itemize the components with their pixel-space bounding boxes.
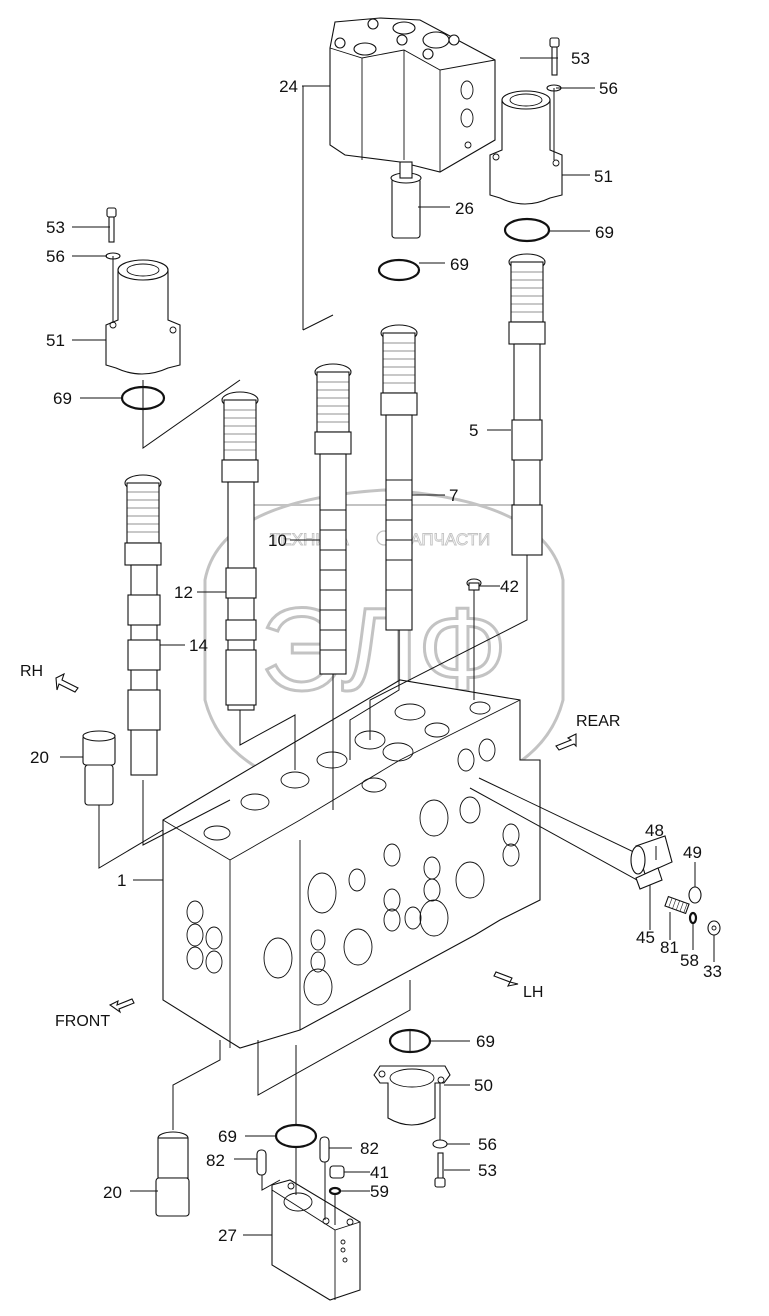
- callout-12: 12: [174, 583, 193, 602]
- part-33-plug[interactable]: [707, 920, 721, 936]
- direction-label-rear: REAR: [576, 713, 620, 730]
- part-20-plug-lower[interactable]: [155, 1131, 190, 1217]
- part-69-oring-center[interactable]: [377, 258, 421, 282]
- arrow-rear-icon: [555, 733, 577, 751]
- callout-59: 59: [370, 1182, 389, 1201]
- arrow-lh-icon: [493, 971, 519, 987]
- callout-7: 7: [449, 486, 458, 505]
- direction-rh: RH: [20, 663, 79, 693]
- part-53-bolt-top-right[interactable]: [549, 37, 560, 76]
- part-51-cover-left[interactable]: [105, 259, 181, 375]
- part-14-spool[interactable]: [124, 474, 162, 776]
- part-51-cover-right[interactable]: [489, 90, 563, 205]
- callout-69: 69: [476, 1032, 495, 1051]
- callout-1: 1: [117, 871, 126, 890]
- part-69-oring-bottom-center[interactable]: [274, 1123, 318, 1149]
- direction-lh: LH: [493, 971, 543, 1001]
- direction-label-rh: RH: [20, 663, 43, 680]
- direction-rear: REAR: [555, 713, 620, 751]
- part-50-cover[interactable]: [373, 1065, 451, 1126]
- direction-label-front: FRONT: [55, 1013, 110, 1030]
- callout-56: 56: [478, 1135, 497, 1154]
- arrow-rh-icon: [55, 672, 79, 693]
- part-20-plug-upper[interactable]: [82, 730, 116, 806]
- callout-69: 69: [53, 389, 72, 408]
- callout-24: 24: [279, 77, 298, 96]
- callout-53: 53: [571, 49, 590, 68]
- callout-56: 56: [46, 247, 65, 266]
- callout-48: 48: [645, 821, 664, 840]
- part-58-oring[interactable]: [688, 911, 698, 925]
- callout-5: 5: [469, 421, 478, 440]
- callout-49: 49: [683, 843, 702, 862]
- callout-53: 53: [46, 218, 65, 237]
- part-56-washer-bottom[interactable]: [432, 1139, 448, 1149]
- callout-69: 69: [595, 223, 614, 242]
- part-41-plug[interactable]: [329, 1165, 345, 1179]
- callout-51: 51: [46, 331, 65, 350]
- callout-10: 10: [268, 531, 287, 550]
- part-10-spool[interactable]: [314, 363, 352, 675]
- callout-82: 82: [206, 1151, 225, 1170]
- callout-45: 45: [636, 928, 655, 947]
- callout-69: 69: [218, 1127, 237, 1146]
- callout-27: 27: [218, 1226, 237, 1245]
- part-27-block[interactable]: [271, 1179, 361, 1301]
- callout-53: 53: [478, 1161, 497, 1180]
- callout-14: 14: [189, 636, 208, 655]
- part-48-poppet[interactable]: [630, 835, 673, 875]
- callout-82: 82: [360, 1139, 379, 1158]
- part-5-spool[interactable]: [508, 253, 546, 556]
- callout-20: 20: [103, 1183, 122, 1202]
- assembly-lines: [98, 86, 528, 1225]
- part-69-oring-right-top[interactable]: [503, 217, 551, 243]
- part-12-spool[interactable]: [221, 391, 259, 711]
- direction-front: FRONT: [55, 998, 135, 1030]
- part-49-filter[interactable]: [688, 886, 702, 904]
- part-82-pin-left[interactable]: [256, 1149, 267, 1176]
- callout-69: 69: [450, 255, 469, 274]
- callout-26: 26: [455, 199, 474, 218]
- callout-20: 20: [30, 748, 49, 767]
- part-59-oring[interactable]: [328, 1186, 342, 1196]
- part-7-spool[interactable]: [380, 324, 418, 631]
- callout-41: 41: [370, 1163, 389, 1182]
- part-1-housing[interactable]: [162, 679, 541, 1049]
- callout-58: 58: [680, 951, 699, 970]
- direction-label-lh: LH: [523, 984, 543, 1001]
- callout-42: 42: [500, 577, 519, 596]
- part-26-plug[interactable]: [390, 161, 422, 239]
- part-45-pin[interactable]: [635, 867, 663, 890]
- callout-50: 50: [474, 1076, 493, 1095]
- callout-81: 81: [660, 938, 679, 957]
- part-24-cover[interactable]: [329, 17, 496, 173]
- callout-56: 56: [599, 79, 618, 98]
- callout-33: 33: [703, 962, 722, 981]
- part-82-pin-right[interactable]: [319, 1136, 330, 1163]
- part-53-bolt-bottom[interactable]: [434, 1152, 446, 1188]
- callout-leaders: [60, 57, 715, 1236]
- callout-51: 51: [594, 167, 613, 186]
- watermark-tagline-right: ЗАПЧАСТИ: [400, 530, 490, 549]
- part-81-spring[interactable]: [664, 895, 690, 915]
- part-53-bolt-left[interactable]: [106, 207, 117, 243]
- part-42-plug[interactable]: [466, 578, 482, 591]
- arrow-front-icon: [108, 998, 135, 1014]
